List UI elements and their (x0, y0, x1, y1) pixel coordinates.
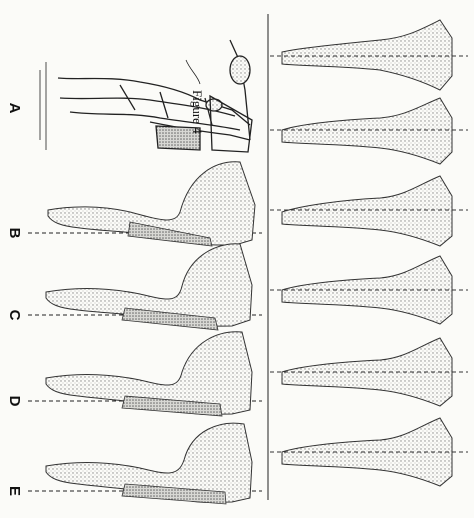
figure-title: Figure 4 (189, 90, 205, 134)
panel-label-d: D (6, 393, 22, 409)
panel-a-skeleton (40, 40, 252, 152)
panel-label-e: E (6, 483, 22, 499)
panel-label-a: A (6, 100, 22, 116)
right-leg-4 (270, 256, 468, 324)
right-leg-2 (270, 98, 468, 164)
panel-label-b: B (6, 225, 22, 241)
right-leg-3 (270, 176, 468, 246)
panel-label-c: C (6, 307, 22, 323)
right-leg-5 (270, 338, 468, 406)
panel-d-leg (46, 332, 252, 416)
right-leg-6 (270, 418, 468, 486)
panel-c-leg (46, 244, 252, 330)
panel-e-leg (46, 423, 252, 504)
right-leg-1 (270, 20, 468, 90)
right-column-legs (270, 20, 468, 486)
